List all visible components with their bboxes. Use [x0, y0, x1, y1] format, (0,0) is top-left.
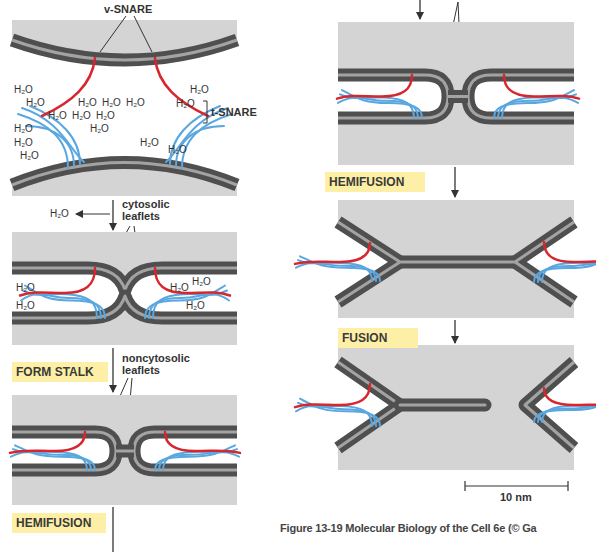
- snare-complex: [534, 242, 596, 282]
- bilayer-midline: [12, 296, 237, 318]
- snare-complex: [534, 388, 596, 422]
- water-label: H₂O: [96, 110, 115, 122]
- water-label: H₂O: [48, 110, 67, 122]
- bracket: [203, 101, 207, 123]
- leader-line: [100, 16, 126, 52]
- bilayer-midline: [116, 450, 134, 453]
- water-label: H₂O: [102, 97, 121, 109]
- bilayer-midline: [338, 75, 448, 118]
- water-label: H₂O: [170, 282, 189, 294]
- stage-name: FORM STALK: [16, 365, 94, 379]
- cytosol: [12, 268, 237, 318]
- hemifusion-diaphragm: [400, 256, 515, 269]
- stage-label-box: HEMIFUSION: [12, 513, 106, 533]
- snare-complex: [155, 432, 240, 470]
- leaflet-label: cytosolic leaflets: [122, 198, 194, 222]
- continuation-line: [112, 507, 113, 552]
- scale-bar: [465, 485, 568, 486]
- water-label: H₂O: [26, 97, 45, 109]
- step-arrow: [112, 348, 113, 392]
- stage-label-box: HEMIFUSION: [325, 172, 425, 192]
- water-label: H₂O: [50, 208, 69, 220]
- water-label: H₂O: [16, 300, 35, 312]
- cytosol: [338, 75, 448, 118]
- water-label: H₂O: [90, 123, 109, 135]
- stage-name: HEMIFUSION: [16, 516, 91, 530]
- snare-complex: [295, 243, 380, 281]
- target-membrane: [12, 163, 237, 186]
- step-arrow: [112, 200, 113, 230]
- stage-label-box: FORM STALK: [12, 362, 108, 382]
- water-label: H₂O: [16, 282, 35, 294]
- water-label: H₂O: [14, 123, 33, 135]
- snare-complex: [337, 75, 422, 118]
- snare-complex: [494, 75, 579, 118]
- hemifusion-diaphragm: [116, 445, 134, 458]
- protein-label: v-SNARE: [104, 3, 152, 15]
- water-label: H₂O: [78, 97, 97, 109]
- stage-name: FUSION: [342, 331, 387, 345]
- vesicle-lumen: [12, 20, 237, 60]
- target-lumen: [12, 163, 237, 197]
- water-label: H₂O: [14, 84, 33, 96]
- stage-name: HEMIFUSION: [329, 175, 404, 189]
- water-label: H₂O: [20, 150, 39, 162]
- lumen-panel: [338, 345, 574, 470]
- water-label: H₂O: [168, 144, 187, 156]
- scale-label: 10 nm: [500, 491, 532, 503]
- water-exit-arrow: [76, 214, 110, 215]
- bilayer-midline: [448, 95, 468, 98]
- bilayer-midline: [400, 261, 515, 264]
- leader-line: [134, 16, 152, 52]
- water-label: H₂O: [176, 98, 195, 110]
- vesicle-membrane: [12, 268, 237, 290]
- bilayer-midline: [400, 404, 485, 407]
- water-label: H₂O: [126, 97, 145, 109]
- lumen-panel: [12, 232, 237, 345]
- leaflet-label: noncytosolic leaflets: [122, 352, 204, 376]
- lumen-panel: [338, 22, 574, 165]
- snare-complex: [145, 268, 230, 318]
- bilayer-midline: [12, 268, 237, 290]
- bilayer-midline: [12, 40, 237, 60]
- water-label: H₂O: [14, 137, 33, 149]
- step-arrow: [454, 167, 455, 197]
- vesicle-membrane: [12, 40, 237, 60]
- water-label: H₂O: [140, 137, 159, 149]
- water-label: H₂O: [72, 110, 91, 122]
- figure-caption: Figure 13-19 Molecular Biology of the Ce…: [280, 522, 536, 534]
- fused-membrane: [338, 75, 448, 118]
- water-label: H₂O: [186, 300, 205, 312]
- scale-bar-tick: [464, 481, 465, 491]
- target-membrane: [12, 296, 237, 318]
- snare-complex: [10, 432, 95, 470]
- step-arrow: [419, 0, 420, 19]
- water-label: H₂O: [192, 276, 211, 288]
- snare-pair: [18, 58, 95, 168]
- protein-label: t-SNARE: [211, 106, 257, 118]
- step-arrow: [454, 320, 455, 343]
- bilayer-midline: [12, 163, 237, 186]
- snare-complex: [295, 384, 380, 426]
- hemifusion-diaphragm: [448, 90, 468, 103]
- lumen-panel: [338, 200, 574, 318]
- water-label: H₂O: [190, 84, 209, 96]
- opened-diaphragm: [400, 399, 485, 412]
- stage-label-box: FUSION: [338, 328, 418, 348]
- scale-bar-tick: [567, 481, 568, 491]
